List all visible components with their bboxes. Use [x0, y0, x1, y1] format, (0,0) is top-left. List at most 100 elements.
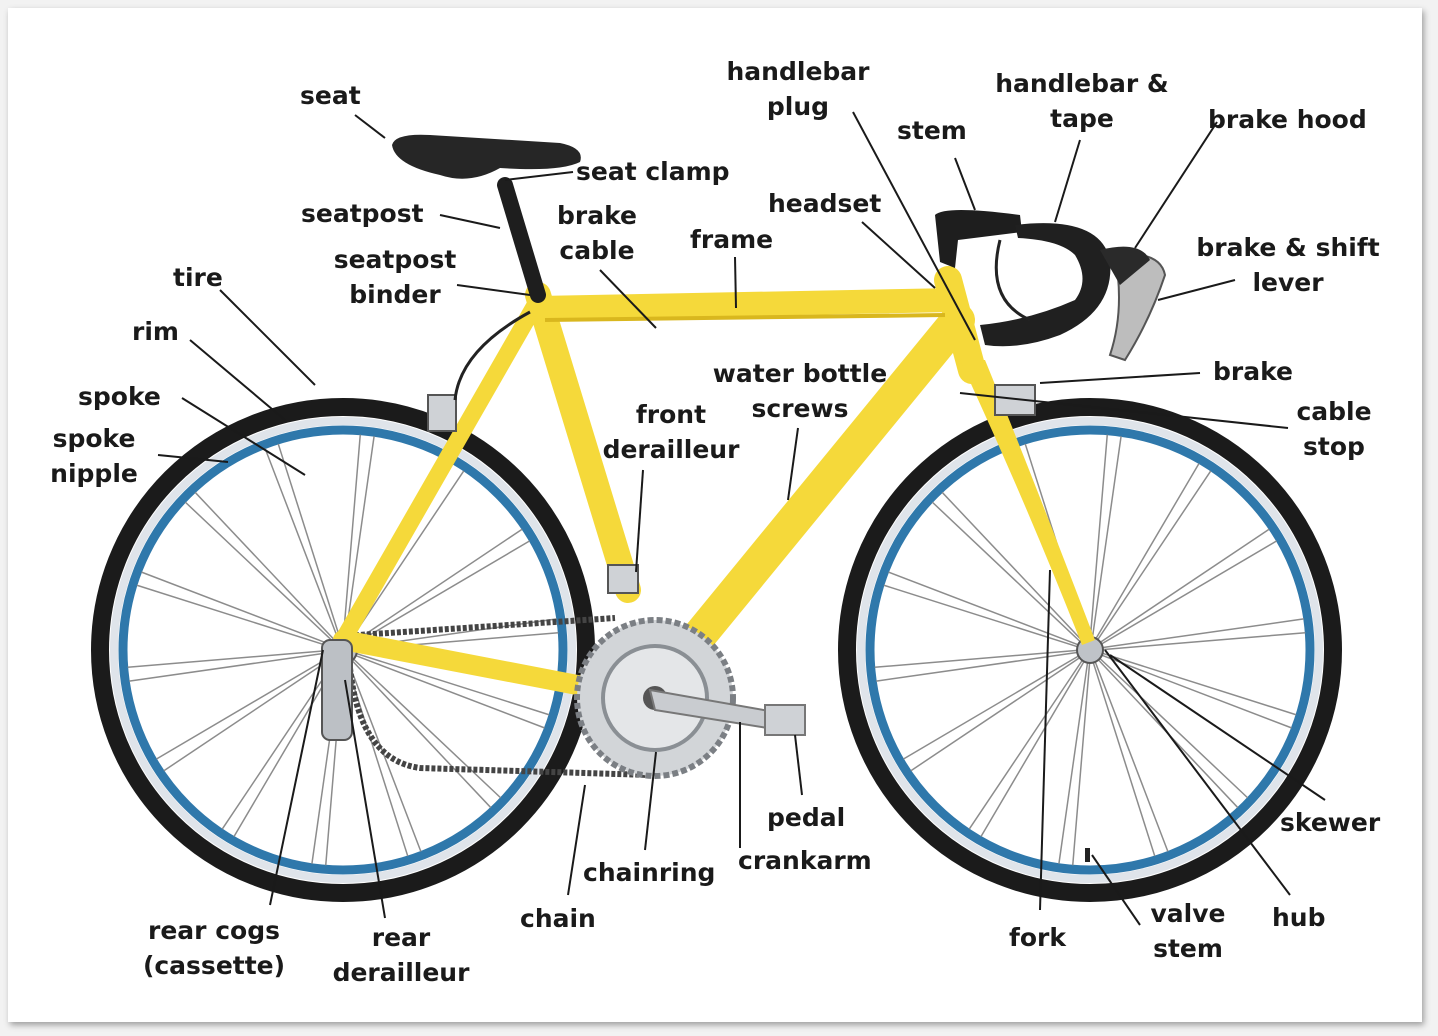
spoke — [349, 540, 530, 648]
leader-skewer — [1109, 654, 1326, 801]
leader-seat — [354, 114, 386, 139]
label-skewer: skewer — [1280, 808, 1381, 837]
label-hub: hub — [1272, 903, 1326, 932]
valve-stem-mark — [1085, 848, 1090, 862]
front-spokes — [874, 434, 1306, 866]
spoke — [277, 443, 342, 643]
label-seatpost-binder: seatpost binder — [333, 245, 457, 309]
leader-valve-stem — [1091, 854, 1141, 926]
brake-cable-shape — [453, 310, 531, 401]
leader-water-bottle-screws — [787, 427, 799, 501]
label-seat-clamp: seat clamp — [576, 157, 730, 186]
label-spoke: spoke — [78, 382, 161, 411]
label-valve-stem: valve stem — [1150, 899, 1226, 963]
label-rim: rim — [132, 317, 179, 346]
spoke — [350, 651, 550, 716]
brake-hood-shape — [1100, 246, 1150, 285]
diagram-card: seat seat clamp seatpost seatpost binder… — [8, 8, 1422, 1022]
leader-fork — [1039, 569, 1051, 911]
spoke — [344, 436, 375, 643]
spoke — [1071, 657, 1091, 866]
leader-pedal — [794, 734, 803, 796]
spoke — [968, 655, 1086, 830]
label-rear-derailleur: rear derailleur — [332, 923, 470, 987]
leader-stem — [954, 157, 976, 211]
leader-lines — [157, 111, 1326, 926]
spoke — [348, 654, 502, 799]
spoke — [349, 652, 545, 729]
label-brake-shift-lever: brake & shift lever — [1196, 233, 1380, 297]
leader-brake — [1039, 372, 1201, 384]
spoke — [194, 491, 339, 645]
spoke — [1096, 652, 1292, 729]
label-crankarm: crankarm — [738, 846, 872, 875]
leader-handlebar-tape — [1054, 139, 1081, 223]
spoke — [883, 584, 1083, 649]
leader-rear-cogs — [269, 649, 324, 906]
label-frame: frame — [690, 225, 774, 254]
label-cable-stop: cable stop — [1296, 397, 1372, 461]
spoke — [1094, 470, 1212, 645]
rear-tire — [91, 398, 595, 902]
spoke — [1097, 618, 1304, 649]
label-stem: stem — [897, 116, 967, 145]
leader-chainring — [644, 751, 657, 851]
spoke — [348, 528, 523, 646]
spoke — [184, 501, 338, 646]
handlebar — [980, 223, 1111, 347]
spoke — [1095, 654, 1249, 799]
bicycle-illustration — [91, 111, 1342, 926]
pedal — [764, 704, 806, 736]
spoke — [344, 657, 409, 857]
leader-frame — [734, 256, 737, 309]
label-seatpost: seatpost — [301, 199, 424, 228]
spoke — [1091, 436, 1122, 643]
spoke — [127, 649, 336, 669]
leader-rim — [189, 339, 286, 421]
leader-brake-shift-lever — [1157, 279, 1236, 301]
front-rim — [865, 425, 1315, 875]
leader-tire — [219, 289, 316, 386]
label-brake: brake — [1213, 357, 1294, 386]
spoke — [910, 654, 1085, 772]
spoke — [1097, 631, 1306, 651]
spoke — [221, 655, 339, 830]
spoke — [1097, 651, 1297, 716]
label-rear-cogs: rear cogs (cassette) — [142, 916, 286, 980]
leader-brake-hood — [1134, 121, 1218, 249]
spoke — [980, 656, 1088, 837]
leader-cable-stop — [959, 392, 1289, 429]
leader-seatpost — [439, 214, 501, 229]
leader-headset — [861, 221, 936, 289]
leader-spoke — [181, 397, 306, 476]
label-front-derailleur: front derailleur — [602, 400, 740, 464]
label-pedal: pedal — [767, 803, 846, 832]
spoke — [342, 434, 362, 643]
label-spoke-nipple: spoke nipple — [50, 424, 138, 488]
leader-hub — [1104, 649, 1291, 896]
cockpit — [935, 210, 1167, 362]
rear-brake-shape — [427, 394, 457, 432]
spoke — [163, 654, 338, 772]
spoke — [903, 652, 1084, 760]
label-fork: fork — [1009, 923, 1067, 952]
label-chainring: chainring — [583, 858, 716, 887]
label-handlebar-plug: handlebar plug — [726, 57, 870, 121]
rear-derailleur-shape — [321, 639, 353, 741]
leader-rear-derailleur — [344, 679, 386, 919]
seat-assembly — [392, 134, 581, 303]
frame — [333, 266, 1095, 710]
leader-front-derailleur — [635, 469, 644, 573]
spoke — [1058, 657, 1089, 864]
front-derailleur-shape — [607, 564, 639, 594]
spoke — [129, 651, 336, 682]
spoke — [1089, 434, 1109, 643]
spoke — [1096, 540, 1277, 648]
spoke — [1091, 657, 1156, 857]
components — [321, 239, 1036, 741]
spoke — [888, 571, 1084, 648]
saddle — [392, 134, 581, 179]
spoke — [156, 652, 337, 760]
spoke — [264, 448, 341, 644]
spoke — [347, 470, 465, 645]
